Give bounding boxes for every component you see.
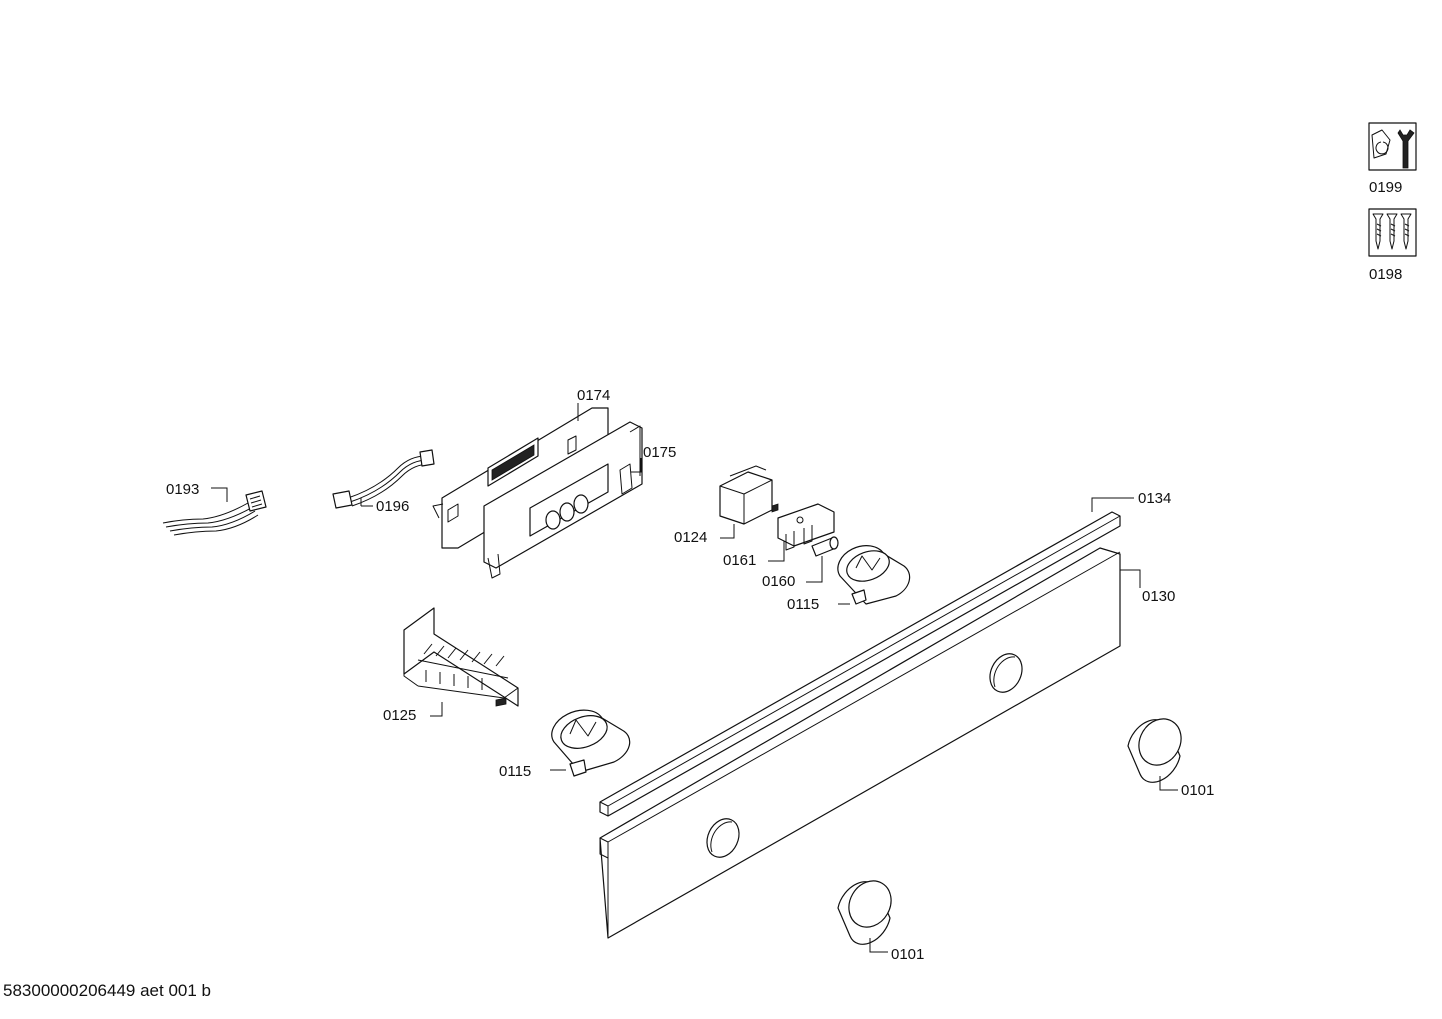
part-label-0161: 0161 bbox=[723, 552, 756, 569]
part-label-0198: 0198 bbox=[1369, 266, 1402, 283]
part-label-0115-lower: 0115 bbox=[499, 763, 531, 780]
control-panel-0130 bbox=[599, 547, 1121, 939]
screws-icon[interactable] bbox=[1368, 208, 1417, 257]
part-label-0134: 0134 bbox=[1138, 490, 1171, 507]
part-label-0130: 0130 bbox=[1142, 588, 1175, 605]
part-label-0101-bottom: 0101 bbox=[891, 946, 924, 963]
part-label-0199: 0199 bbox=[1369, 179, 1402, 196]
part-label-0174: 0174 bbox=[577, 387, 610, 404]
selector-switch-0125 bbox=[403, 607, 519, 707]
part-label-0193: 0193 bbox=[166, 481, 199, 498]
thermostat-0124 bbox=[719, 465, 779, 525]
display-frame-0175 bbox=[483, 421, 643, 579]
control-knob-0101-bottom bbox=[837, 880, 892, 945]
control-knob-0101-right bbox=[1127, 718, 1182, 783]
part-label-0160: 0160 bbox=[762, 573, 795, 590]
knob-holder-0115-lower bbox=[551, 709, 631, 777]
bracket-0161 bbox=[777, 503, 835, 551]
part-label-0196: 0196 bbox=[376, 498, 409, 515]
part-label-0175: 0175 bbox=[643, 444, 676, 461]
part-label-0115-upper: 0115 bbox=[787, 596, 819, 613]
trim-strip-0134 bbox=[599, 511, 1121, 817]
part-label-0124: 0124 bbox=[674, 529, 707, 546]
document-id-footer: 58300000206449 aet 001 b bbox=[3, 981, 211, 1000]
wiring-harness-0193 bbox=[162, 490, 267, 536]
shaft-0160 bbox=[811, 536, 839, 557]
knob-holder-0115-upper bbox=[837, 545, 911, 605]
part-label-0101-right: 0101 bbox=[1181, 782, 1214, 799]
part-label-0125: 0125 bbox=[383, 707, 416, 724]
wiring-harness-0196 bbox=[332, 449, 435, 509]
wrench-icon[interactable] bbox=[1368, 122, 1417, 171]
